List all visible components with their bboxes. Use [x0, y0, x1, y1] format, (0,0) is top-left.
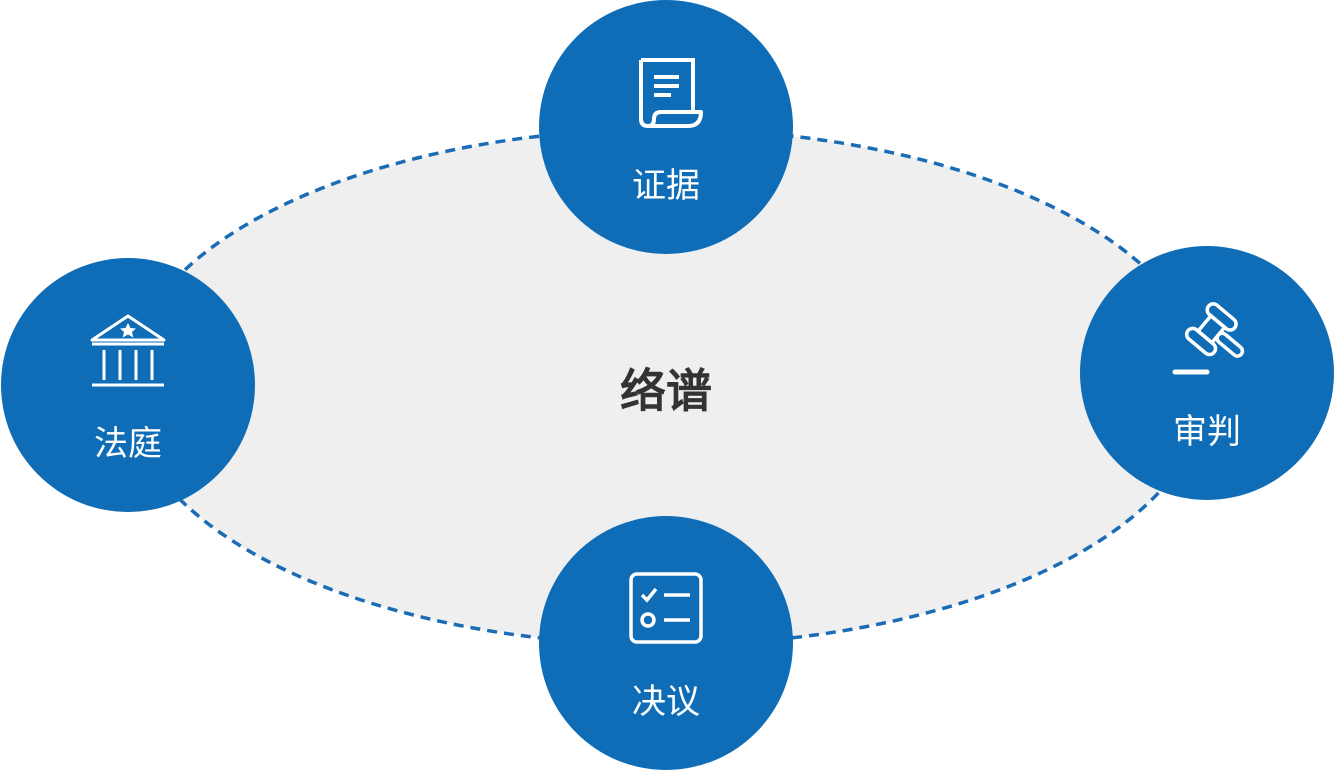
node-resolution: 决议	[539, 516, 793, 770]
node-label: 证据	[632, 166, 700, 206]
node-label: 法庭	[94, 424, 162, 464]
node-label: 决议	[632, 682, 700, 722]
node-court: 法庭	[1, 258, 255, 512]
document-icon	[639, 58, 703, 128]
node-trial: 审判	[1080, 246, 1334, 500]
courthouse-icon	[90, 314, 166, 387]
checklist-icon	[629, 572, 703, 644]
diagram-title: 络谱	[620, 364, 712, 418]
node-label: 审判	[1173, 412, 1241, 452]
node-evidence: 证据	[539, 0, 793, 254]
gavel-icon	[1172, 302, 1245, 375]
